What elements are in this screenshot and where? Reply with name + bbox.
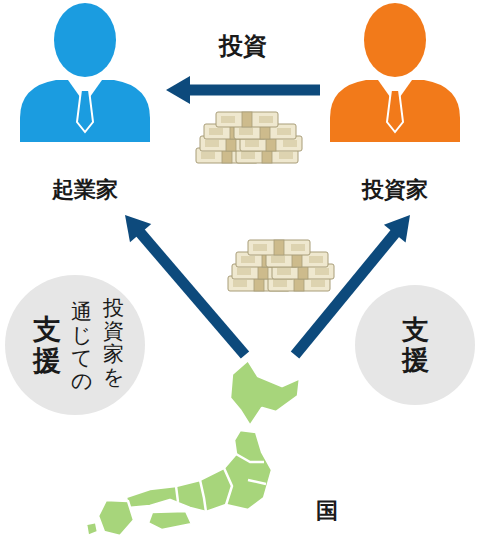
- money-stack: [228, 240, 334, 291]
- node-label: 投資家: [330, 175, 460, 205]
- vertical-heading: 支援: [402, 315, 429, 374]
- investor-icon: [330, 3, 460, 142]
- investor-node: 投資家: [330, 0, 460, 205]
- edge-label: 投資: [219, 30, 267, 62]
- entrepreneur-icon: [20, 3, 150, 142]
- vertical-text: 通じての: [71, 301, 92, 393]
- support-circle: 支援: [355, 285, 475, 405]
- arrow-line: [186, 85, 320, 96]
- country-node: 国: [85, 355, 340, 540]
- node-label: 国: [316, 496, 338, 526]
- arrow-head: [384, 215, 410, 242]
- vertical-text: 投資家を: [103, 297, 124, 389]
- arrow-head: [166, 76, 190, 104]
- node-label: 起業家: [20, 175, 150, 205]
- vertical-heading: 支援: [33, 315, 61, 377]
- support-circle: 投資家を通じての支援: [5, 275, 145, 415]
- arrow-line: [138, 230, 245, 355]
- money-stack: [196, 112, 302, 163]
- entrepreneur-node: 起業家: [20, 0, 150, 205]
- arrow-head: [125, 215, 151, 242]
